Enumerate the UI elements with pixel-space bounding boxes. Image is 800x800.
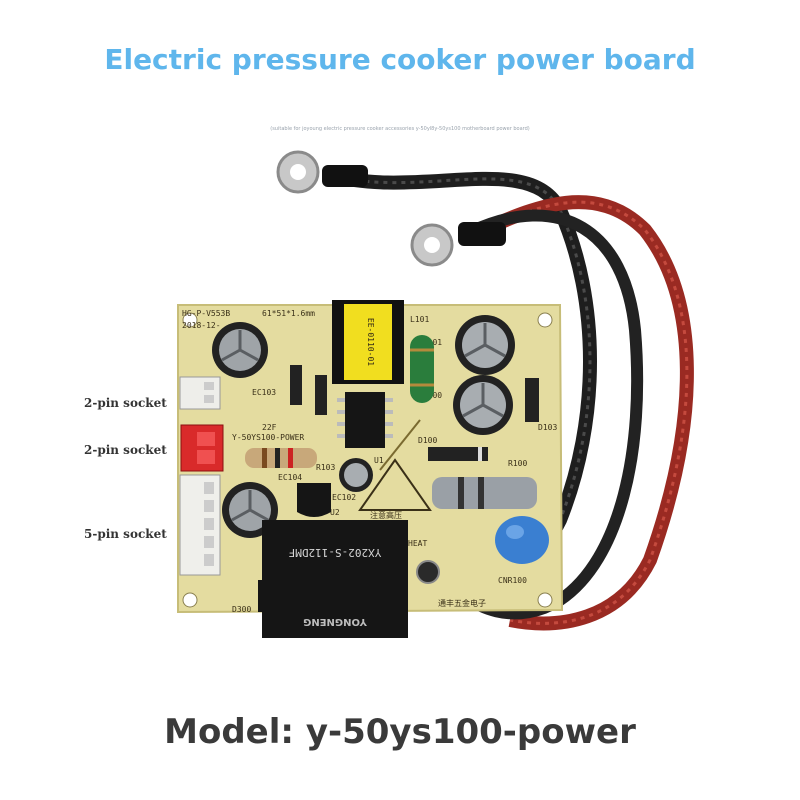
diode-d100	[428, 447, 488, 461]
silk-r103: R103	[316, 463, 335, 472]
cable-black-2	[435, 209, 644, 620]
silk-cnr: CNR100	[498, 576, 527, 585]
diode-small	[290, 365, 327, 415]
ic-u1	[337, 392, 393, 448]
transformer: EE-0110-01	[332, 300, 404, 384]
silk-model: Y-50YS100-POWER	[232, 433, 304, 442]
screw-terminal-heat	[416, 560, 440, 584]
resistor-brown	[245, 448, 317, 468]
silk-l101: L101	[410, 315, 429, 324]
silk-ec102: EC102	[332, 493, 356, 502]
silk-ec104: EC104	[278, 473, 302, 482]
silk-heat: HEAT	[408, 539, 427, 548]
silk-d300: D300	[232, 605, 251, 614]
relay-diode	[258, 580, 272, 612]
capacitor-ec103	[212, 322, 268, 378]
capacitor-ec100	[453, 375, 513, 435]
silk-vendor: 通丰五金电子	[438, 598, 486, 608]
silk-warning: 注意高压	[370, 510, 402, 520]
silk-d100: D100	[418, 436, 437, 445]
connector-2pin-white	[179, 376, 221, 410]
silk-ec103: EC103	[252, 388, 276, 397]
connector-5pin-white	[179, 474, 221, 576]
capacitor-blue-ceramic	[495, 516, 549, 564]
transistor-u2	[297, 483, 331, 517]
resistor-r100	[432, 477, 537, 509]
callout-2pin-socket-1: 2-pin socket	[84, 396, 167, 410]
ring-terminal-1	[276, 150, 368, 194]
capacitor-ec102	[339, 458, 373, 492]
relay-brand: YONGNENG	[303, 616, 368, 627]
callout-5pin-socket: 5-pin socket	[84, 527, 167, 541]
silk-date: 2018-12-	[182, 321, 221, 330]
silk-d103: D103	[538, 423, 557, 432]
silk-board-code: HG-P-V553B	[182, 309, 230, 318]
silk-size: 61*51*1.6mm	[262, 309, 315, 318]
model-caption: Model: y-50ys100-power	[164, 712, 636, 752]
relay: YX202-S-112DMF YONGNENG	[262, 520, 408, 638]
inductor-l101	[410, 335, 434, 403]
silk-22f: 22F	[262, 423, 277, 432]
capacitor-ec101	[455, 315, 515, 375]
page-subtitle: (suitable for joyoung electric pressure …	[270, 126, 530, 132]
ring-terminal-2	[410, 222, 506, 267]
cable-red	[467, 195, 694, 631]
diode-d103	[525, 378, 539, 422]
silk-u2: U2	[330, 508, 340, 517]
transformer-label: EE-0110-01	[366, 318, 375, 366]
connector-2pin-red	[180, 424, 224, 472]
relay-model: YX202-S-112DMF	[289, 546, 382, 559]
silk-r100: R100	[508, 459, 527, 468]
page-title: Electric pressure cooker power board	[104, 43, 696, 76]
callout-2pin-socket-2: 2-pin socket	[84, 443, 167, 457]
silk-u1: U1	[374, 456, 384, 465]
